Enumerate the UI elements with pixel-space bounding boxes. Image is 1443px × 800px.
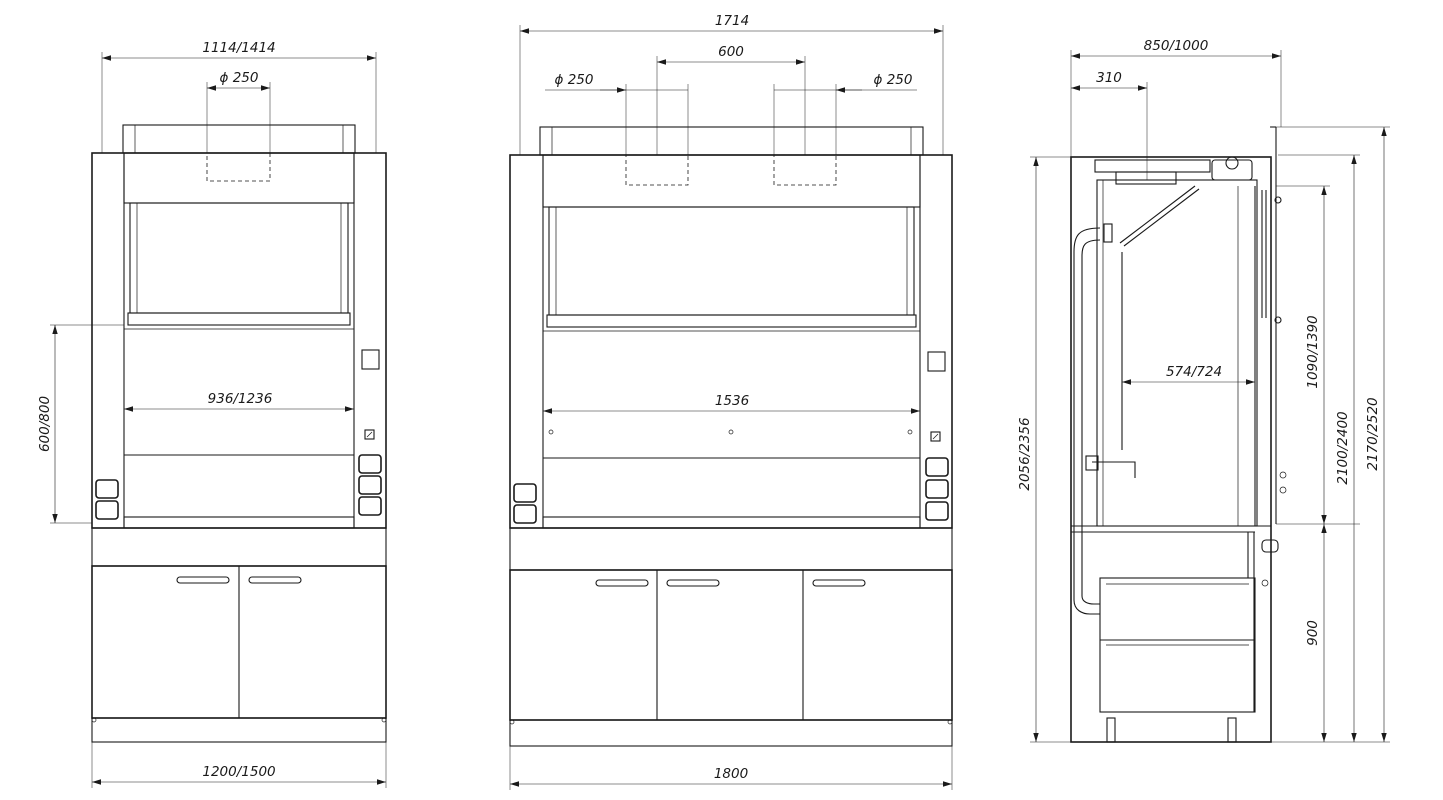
fv1-sash-height-label: 600/800 [37, 396, 53, 452]
fv2-handle-1 [595, 579, 649, 587]
fv2-duct-diameter-left-label: ϕ 250 [555, 72, 594, 88]
fv2-handle-2 [666, 579, 720, 587]
fv2-opening-width-label: 1536 [715, 393, 749, 409]
fv2-overall-width-label: 1714 [715, 13, 749, 29]
fv1-handle-right [248, 576, 302, 584]
fv2-duct-box [539, 126, 924, 156]
sv-duct-offset-label: 310 [1096, 70, 1122, 86]
sv-fan-icon [1211, 159, 1253, 181]
sv-cabinet-height-label: 2056/2356 [1017, 417, 1033, 490]
fv1-display [361, 349, 380, 370]
fv1-duct-outlet [206, 152, 271, 182]
sv-body [1070, 156, 1272, 743]
fv2-duct-diameter-right-label: ϕ 250 [874, 72, 913, 88]
sv-height-a-label: 2100/2400 [1335, 411, 1351, 484]
fv2-duct-spacing-label: 600 [718, 44, 744, 60]
fv2-body [509, 154, 953, 529]
fv2-display [927, 351, 946, 372]
fv2-base-width-label: 1800 [714, 766, 748, 782]
sv-height-b-label: 2170/2520 [1365, 397, 1381, 470]
fv1-opening-width-label: 936/1236 [208, 391, 273, 407]
fv2-duct-outlet-right [773, 154, 837, 186]
fv1-window [129, 202, 349, 314]
fv1-duct-diameter-label: ϕ 250 [220, 70, 259, 86]
sv-overall-depth-label: 850/1000 [1144, 38, 1209, 54]
sv-work-height-label: 900 [1305, 620, 1321, 646]
fv2-handle-3 [812, 579, 866, 587]
side-view: 850/1000 310 574/724 2056/2356 1090/1390… [1017, 38, 1390, 743]
fv2-cabinet [509, 569, 953, 721]
sv-interior-depth-label: 574/724 [1166, 364, 1222, 380]
fv1-body [91, 152, 387, 529]
sv-chamber [1096, 179, 1258, 527]
fv2-window [548, 206, 915, 316]
fv1-handle-left [176, 576, 230, 584]
fv1-duct-box [122, 124, 356, 154]
fv1-base-width-label: 1200/1500 [202, 764, 275, 780]
sv-sash-travel-label: 1090/1390 [1305, 315, 1321, 388]
front-view-2: 1714 600 ϕ 250 ϕ 250 1536 1800 [509, 13, 953, 790]
fv2-duct-outlet-left [625, 154, 689, 186]
front-view-1: 1114/1414 ϕ 250 936/1236 600/800 1200/15… [37, 40, 387, 788]
fv1-overall-width-label: 1114/1414 [202, 40, 275, 56]
